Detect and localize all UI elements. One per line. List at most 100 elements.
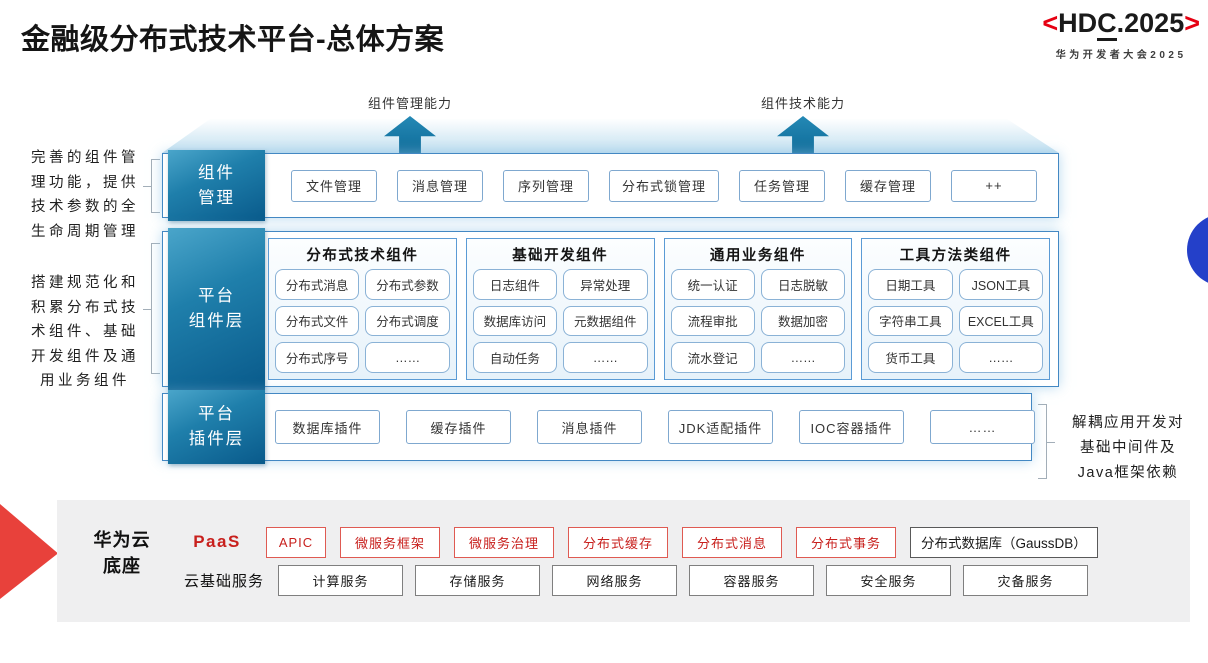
row1-items: 文件管理 消息管理 序列管理 分布式锁管理 任务管理 缓存管理 ++ <box>291 154 1048 217</box>
component-box: 分布式锁管理 <box>609 169 720 202</box>
group-distributed-tech: 分布式技术组件 分布式消息 分布式参数 分布式文件 分布式调度 分布式序号 …… <box>268 238 457 380</box>
paas-service-box: 分布式缓存 <box>568 526 668 558</box>
component-box: …… <box>365 342 450 373</box>
group-title: 通用业务组件 <box>709 248 806 264</box>
group-grid: 分布式消息 分布式参数 分布式文件 分布式调度 分布式序号 …… <box>275 269 450 373</box>
note-component-management: 完善的组件管 理功能，提供 技术参数的全 生命周期管理 <box>12 146 158 244</box>
paas-row: PaaS APIC 微服务框架 微服务治理 分布式缓存 分布式消息 分布式事务 … <box>182 526 1098 558</box>
group-grid: 日期工具 JSON工具 字符串工具 EXCEL工具 货币工具 …… <box>868 269 1043 373</box>
capability-arrow-technology: 组件技术能力 <box>733 93 873 160</box>
note-plugin-decoupling: 解耦应用开发对 基础中间件及 Java框架依赖 <box>1052 411 1204 486</box>
arrow-label-management: 组件管理能力 <box>367 96 452 111</box>
component-box: …… <box>958 342 1043 373</box>
plugin-box: IOC容器插件 <box>799 410 904 444</box>
capability-arrow-management: 组件管理能力 <box>340 93 480 160</box>
note-line: 技术参数的全 <box>31 199 139 215</box>
row-platform-plugin-layer: 平台 插件层 数据库插件 缓存插件 消息插件 JDK适配插件 IOC容器插件 …… <box>162 390 1035 464</box>
note-line: 生命周期管理 <box>31 223 139 240</box>
cloud-service-box: 网络服务 <box>552 564 677 596</box>
group-common-business: 通用业务组件 统一认证 日志脱敏 流程审批 数据加密 流水登记 …… <box>663 238 853 380</box>
blue-circle-decoration <box>1187 214 1208 286</box>
logo-subtitle: 华为开发者大会2025 <box>1055 50 1187 61</box>
component-box: 文件管理 <box>291 169 377 202</box>
row-label-line: 组件层 <box>188 312 245 330</box>
component-box: 分布式调度 <box>365 305 450 337</box>
logo-close-bracket: > <box>1184 8 1200 38</box>
component-box: ++ <box>951 169 1038 202</box>
note-line: 完善的组件管 <box>31 150 139 166</box>
huawei-cloud-foundation-panel: 华为云 底座 PaaS APIC 微服务框架 微服务治理 分布式缓存 分布式消息… <box>57 500 1190 622</box>
component-box: 数据加密 <box>760 305 846 337</box>
component-box: …… <box>760 342 846 373</box>
component-box: 消息管理 <box>397 169 483 202</box>
paas-service-box: 分布式消息 <box>682 526 782 558</box>
note-line: 基础中间件及 <box>1080 440 1176 456</box>
group-grid: 统一认证 日志脱敏 流程审批 数据加密 流水登记 …… <box>670 269 846 373</box>
row-component-management: 组件 管理 文件管理 消息管理 序列管理 分布式锁管理 任务管理 缓存管理 ++ <box>162 150 1059 221</box>
note-line: 开发组件及通 <box>31 348 139 365</box>
note-line: 积累分布式技 <box>31 299 139 316</box>
row-label-line: 平台 <box>198 287 235 305</box>
plugin-box: JDK适配插件 <box>668 410 773 444</box>
component-box: JSON工具 <box>958 269 1043 300</box>
paas-service-box: 微服务治理 <box>454 526 554 558</box>
cloud-service-box: 安全服务 <box>826 564 951 596</box>
group-title: 基础开发组件 <box>512 248 609 264</box>
arrow-label-technology: 组件技术能力 <box>760 96 845 111</box>
component-box: 流程审批 <box>670 305 755 337</box>
cloud-services-row: 云基础服务 计算服务 存储服务 网络服务 容器服务 安全服务 灾备服务 <box>182 564 1088 596</box>
row-label-line: 管理 <box>198 188 235 207</box>
component-box: 分布式序号 <box>275 342 360 373</box>
logo-hd: HD <box>1058 8 1098 38</box>
left-bracket-row1 <box>143 159 160 213</box>
component-box: 任务管理 <box>739 169 826 202</box>
component-box: 异常处理 <box>563 269 648 300</box>
foundation-label-line: 华为云 <box>93 530 151 550</box>
plugin-box: 数据库插件 <box>275 410 380 444</box>
group-tool-methods: 工具方法类组件 日期工具 JSON工具 字符串工具 EXCEL工具 货币工具 …… <box>861 238 1050 380</box>
row-label-line: 插件层 <box>188 430 245 448</box>
component-box: 自动任务 <box>472 342 558 373</box>
note-line: 解耦应用开发对 <box>1072 415 1184 431</box>
row-label-line: 组件 <box>198 163 235 182</box>
plugin-box: 缓存插件 <box>406 410 511 444</box>
cloud-services-label: 云基础服务 <box>183 572 264 590</box>
group-basic-dev: 基础开发组件 日志组件 异常处理 数据库访问 元数据组件 自动任务 …… <box>465 238 655 380</box>
logo-open-bracket: < <box>1042 8 1059 38</box>
paas-label: PaaS <box>193 532 241 551</box>
cloud-service-box: 灾备服务 <box>963 564 1088 596</box>
cloud-service-box: 容器服务 <box>689 564 814 596</box>
note-line: 术组件、基础 <box>31 324 139 340</box>
logo-year: .2025 <box>1116 8 1185 38</box>
component-box: 字符串工具 <box>868 305 953 337</box>
note-line: Java框架依赖 <box>1077 465 1179 481</box>
plugin-box: …… <box>930 410 1035 444</box>
component-groups: 分布式技术组件 分布式消息 分布式参数 分布式文件 分布式调度 分布式序号 ……… <box>268 238 1050 380</box>
component-box: 日期工具 <box>868 269 953 300</box>
cloud-service-box: 存储服务 <box>415 564 540 596</box>
plugin-box: 消息插件 <box>537 410 642 444</box>
right-bracket-row3 <box>1038 404 1055 479</box>
component-box: 流水登记 <box>670 342 755 373</box>
component-box: EXCEL工具 <box>958 305 1043 337</box>
group-grid: 日志组件 异常处理 数据库访问 元数据组件 自动任务 …… <box>472 269 648 373</box>
paas-service-box: 分布式事务 <box>796 526 896 558</box>
note-line: 理功能，提供 <box>31 174 139 191</box>
left-bracket-row2 <box>143 243 160 374</box>
group-title: 分布式技术组件 <box>306 248 419 264</box>
note-line: 用业务组件 <box>40 373 130 389</box>
component-box: …… <box>563 342 648 373</box>
row-label-line: 平台 <box>198 405 235 423</box>
component-box: 分布式消息 <box>275 269 360 300</box>
logo-c-underlined: C <box>1097 10 1117 41</box>
row-label-platform-plugins: 平台 插件层 <box>168 390 265 464</box>
row-label-platform-components: 平台 组件层 <box>168 228 265 390</box>
row-platform-component-layer: 平台 组件层 分布式技术组件 分布式消息 分布式参数 分布式文件 分布式调度 分… <box>162 228 1059 390</box>
component-box: 元数据组件 <box>563 305 648 337</box>
note-platform-components: 搭建规范化和 积累分布式技 术组件、基础 开发组件及通 用业务组件 <box>12 271 158 394</box>
cloud-service-box: 计算服务 <box>278 564 403 596</box>
gaussdb-box: 分布式数据库（GaussDB） <box>910 526 1098 558</box>
